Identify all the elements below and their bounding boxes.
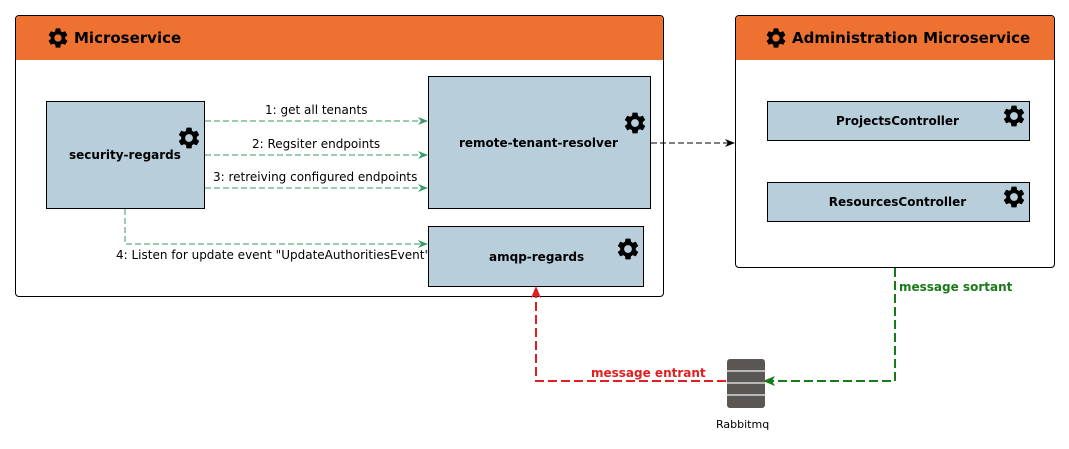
amqp-regards-component[interactable]: amqp-regards	[428, 226, 644, 287]
projects-controller-label: ProjectsController	[836, 114, 959, 128]
microservice-header: Microservice	[16, 16, 663, 60]
projects-controller-component[interactable]: ProjectsController	[767, 101, 1030, 141]
flow-1-label: 1: get all tenants	[265, 103, 368, 117]
security-regards-component[interactable]: security-regards	[46, 101, 205, 209]
resources-controller-component[interactable]: ResourcesController	[767, 182, 1030, 222]
security-regards-label: security-regards	[69, 148, 181, 162]
server-icon	[727, 359, 765, 408]
flow-4-label: 4: Listen for update event "UpdateAuthor…	[116, 248, 430, 262]
flow-4-arrow	[124, 209, 428, 248]
resources-controller-label: ResourcesController	[828, 195, 967, 209]
flow-3-label: 3: retreiving configured endpoints	[213, 170, 418, 184]
flow-2-label: 2: Regsiter endpoints	[252, 137, 381, 151]
admin-microservice-panel: Administration Microservice	[735, 15, 1055, 268]
rabbitmq-label: Rabbitmq	[716, 418, 770, 431]
remote-tenant-resolver-label: remote-tenant-resolver	[459, 135, 618, 150]
microservice-title: Microservice	[74, 29, 182, 47]
amqp-regards-label: amqp-regards	[489, 249, 585, 264]
admin-title: Administration Microservice	[792, 29, 1031, 47]
outgoing-message-arrow	[763, 268, 896, 386]
outgoing-message-label: message sortant	[899, 280, 1013, 294]
incoming-message-arrow	[531, 286, 726, 382]
incoming-message-label: message entrant	[591, 366, 706, 380]
remote-tenant-resolver-component[interactable]: remote-tenant-resolver	[428, 76, 651, 209]
admin-header: Administration Microservice	[736, 16, 1054, 60]
